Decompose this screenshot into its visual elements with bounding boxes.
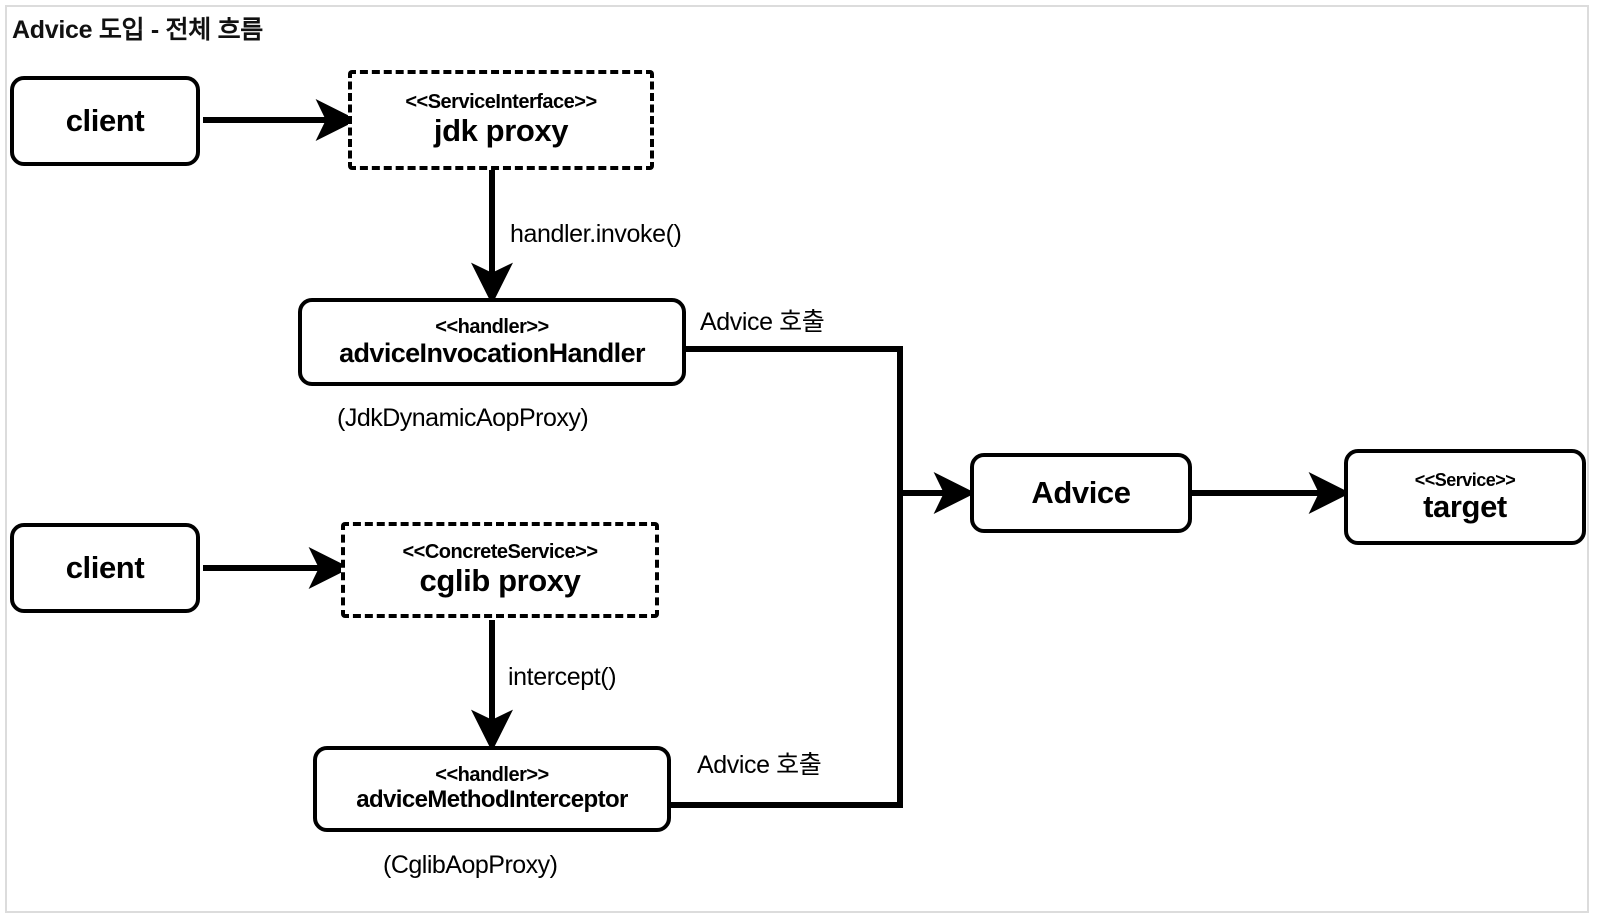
node-client-top[interactable]: client xyxy=(10,76,200,166)
node-advice[interactable]: Advice xyxy=(970,453,1192,533)
node-cglib-proxy-stereotype: <<ConcreteService>> xyxy=(402,541,598,564)
node-client-top-label: client xyxy=(65,102,145,138)
node-target-label: target xyxy=(1423,488,1507,524)
caption-cglib-aop-proxy: (CglibAopProxy) xyxy=(383,851,558,879)
node-target[interactable]: <<Service>> target xyxy=(1344,449,1586,545)
node-jdk-proxy-stereotype: <<ServiceInterface>> xyxy=(405,91,597,114)
edge-label-intercept: intercept() xyxy=(508,663,617,691)
edge-label-handler-invoke: handler.invoke() xyxy=(510,220,682,248)
node-cglib-proxy[interactable]: <<ConcreteService>> cglib proxy xyxy=(341,522,659,618)
node-advice-invocation-handler[interactable]: <<handler>> adviceInvocationHandler xyxy=(298,298,686,386)
node-advice-method-interceptor[interactable]: <<handler>> adviceMethodInterceptor xyxy=(313,746,671,832)
diagram-title: Advice 도입 - 전체 흐름 xyxy=(12,16,263,44)
edge-label-advice-call-top: Advice 호출 xyxy=(700,308,825,336)
caption-jdk-dynamic-aop-proxy: (JdkDynamicAopProxy) xyxy=(337,404,589,432)
node-advice-method-interceptor-label: adviceMethodInterceptor xyxy=(356,785,628,813)
node-cglib-proxy-label: cglib proxy xyxy=(419,562,581,598)
node-advice-invocation-handler-stereotype: <<handler>> xyxy=(435,315,549,338)
node-client-bottom[interactable]: client xyxy=(10,523,200,613)
node-jdk-proxy[interactable]: <<ServiceInterface>> jdk proxy xyxy=(348,70,654,170)
edge-label-advice-call-bottom: Advice 호출 xyxy=(697,751,822,779)
node-jdk-proxy-label: jdk proxy xyxy=(433,112,569,148)
node-client-bottom-label: client xyxy=(65,549,145,585)
node-advice-method-interceptor-stereotype: <<handler>> xyxy=(435,764,549,787)
node-advice-label: Advice xyxy=(1031,474,1131,510)
node-advice-invocation-handler-label: adviceInvocationHandler xyxy=(339,338,645,369)
node-target-stereotype: <<Service>> xyxy=(1414,469,1516,490)
